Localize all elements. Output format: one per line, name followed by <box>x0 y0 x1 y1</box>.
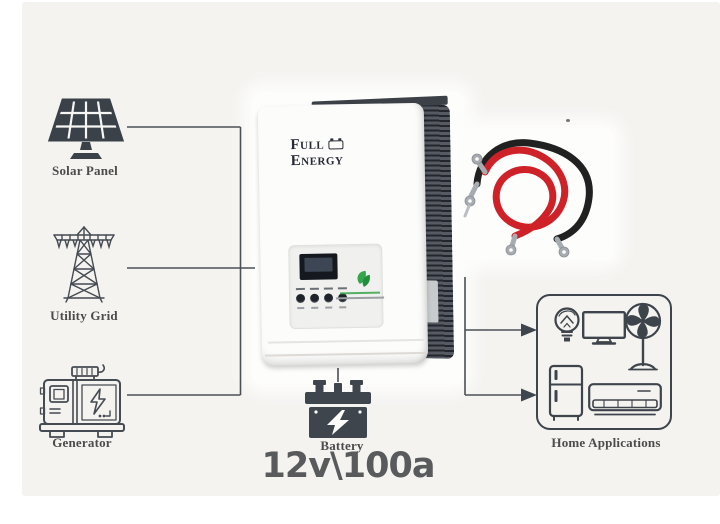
battery-label: Battery <box>320 438 364 453</box>
battery-icon <box>305 380 371 438</box>
logo-tagline-mark <box>339 291 381 295</box>
button-label-mark <box>337 287 347 290</box>
fan-icon <box>624 302 662 371</box>
generator-label: Generator <box>52 435 112 450</box>
button-label-mark <box>309 287 319 290</box>
button-label-mark <box>295 287 305 291</box>
air-conditioner-icon <box>588 383 662 416</box>
inverter-device: Full Energy <box>256 94 461 377</box>
battery-cables-image <box>463 139 593 258</box>
home-applications-label: Home Applications <box>551 435 661 450</box>
solar-panel-icon <box>47 98 125 159</box>
panel-button-3 <box>324 293 334 303</box>
body-seam-line <box>267 338 424 344</box>
leaf-logo-icon <box>357 270 370 287</box>
button-caption-mark <box>311 306 319 309</box>
photo-speck <box>566 119 570 122</box>
button-caption-mark <box>297 306 305 309</box>
logo-subline-mark <box>336 296 385 299</box>
utility-grid-label: Utility Grid <box>50 308 118 323</box>
brand-word-full: Full <box>290 136 325 154</box>
lcd-display-area <box>304 257 333 272</box>
brand-text: Full Energy <box>290 137 343 169</box>
button-caption-mark <box>339 306 347 308</box>
inverter-front-face: Full Energy <box>257 102 429 366</box>
utility-grid-icon <box>53 225 115 303</box>
tv-icon <box>582 311 626 345</box>
battery-glyph-icon <box>328 140 344 150</box>
brand-word-energy: Energy <box>290 151 344 169</box>
body-seam-line <box>265 351 428 357</box>
fridge-icon <box>548 364 584 421</box>
panel-button-1 <box>296 293 306 304</box>
arrow-to-home-top <box>521 323 537 337</box>
solar-panel-label: Solar Panel <box>52 163 118 178</box>
button-caption-mark <box>325 306 333 309</box>
light-bulb-icon <box>554 307 580 342</box>
home-applications-box <box>536 294 672 430</box>
lcd-screen <box>299 253 338 281</box>
generator-icon <box>39 364 125 438</box>
battery-spec-text: 12v\100a <box>261 446 436 486</box>
arrow-to-home-bottom <box>521 388 537 402</box>
button-label-mark <box>323 287 333 290</box>
inverter-control-panel <box>288 243 385 330</box>
panel-button-2 <box>310 293 320 303</box>
